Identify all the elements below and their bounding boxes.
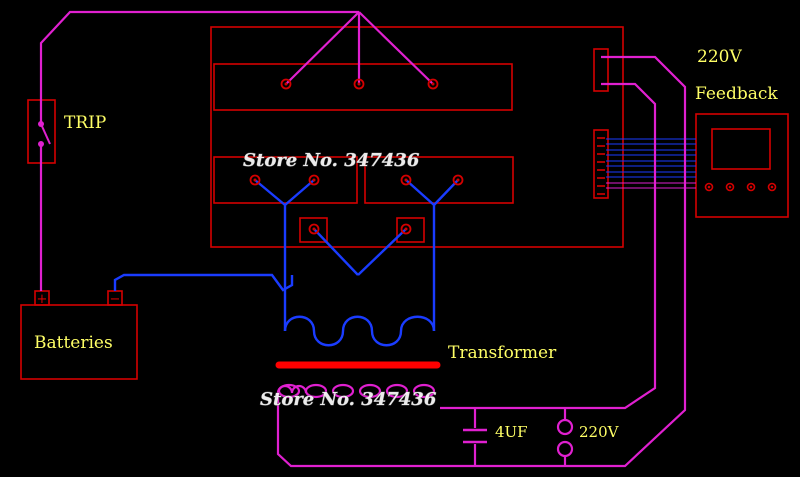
- terminal-dot: [427, 78, 439, 90]
- terminal-dots: [249, 78, 464, 235]
- wire-right-b: [433, 179, 459, 206]
- terminal-dot: [249, 174, 261, 186]
- feedback-terminals: [704, 182, 777, 192]
- right-terminal-block: [364, 156, 514, 204]
- feedback-ribbon-cable: [606, 138, 696, 189]
- main-board-outline: [210, 26, 624, 248]
- terminal-dot: [308, 223, 320, 235]
- wire-small-left: [313, 228, 359, 276]
- batteries-outline: [20, 304, 138, 380]
- store-watermark: Store No. 347436: [243, 150, 420, 171]
- blue-wiring: [113, 179, 459, 347]
- wire-220v-outer: [276, 55, 687, 468]
- output-terminal-bottom: [556, 440, 574, 458]
- secondary-coil: [277, 383, 436, 399]
- main-board: [210, 26, 624, 248]
- batteries-label: Batteries: [34, 333, 113, 353]
- wire-220v-inner: [440, 82, 657, 410]
- terminal-dot: [452, 174, 464, 186]
- wire-left-b: [284, 179, 315, 206]
- terminal-dot: [400, 223, 412, 235]
- wire-battery-negative: [113, 273, 294, 292]
- trip-label: TRIP: [64, 113, 106, 133]
- trip-switch-lever: [40, 123, 51, 145]
- terminal-dot: [400, 174, 412, 186]
- output-terminal-top: [556, 418, 574, 436]
- voltage-top-label: 220V: [697, 47, 742, 67]
- wire-top-left: [285, 11, 360, 85]
- left-small-terminal: [299, 217, 328, 243]
- feedback-connector-pins: [597, 137, 605, 195]
- primary-coil: [283, 315, 436, 347]
- capacitor-label: 4UF: [495, 423, 528, 441]
- feedback-display: [711, 128, 771, 170]
- voltage-bottom-label: 220V: [579, 423, 620, 441]
- wire-trip-to-top: [39, 10, 359, 124]
- terminal-dot: [353, 78, 365, 90]
- feedback-module: [695, 113, 789, 218]
- power-connector: [593, 48, 609, 92]
- feedback-connector: [593, 129, 609, 199]
- wire-small-right: [357, 228, 407, 276]
- feedback-label: Feedback: [695, 84, 778, 104]
- terminal-dot: [308, 174, 320, 186]
- right-small-terminal: [396, 217, 425, 243]
- top-terminal-block: [213, 63, 513, 111]
- battery-plus-sign: +: [37, 292, 48, 307]
- transformer-label: Transformer: [448, 343, 557, 363]
- terminal-dot: [280, 78, 292, 90]
- magenta-wiring: [39, 10, 687, 468]
- wire-top-right: [358, 11, 434, 85]
- store-watermark: Store No. 347436: [260, 389, 437, 410]
- battery-minus-sign: −: [110, 292, 121, 307]
